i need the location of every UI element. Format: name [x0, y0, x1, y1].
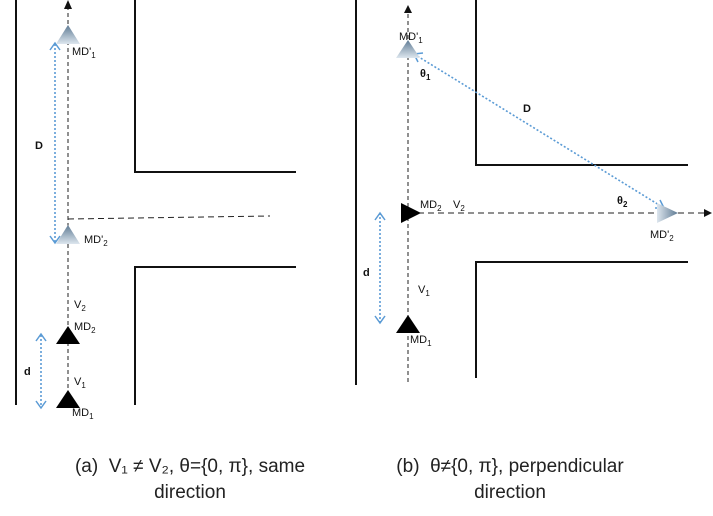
arrow-down-icon: [49, 235, 61, 245]
arrow-up-icon: [374, 211, 386, 221]
caption-a-line1: (a) V₁ ≠ V₂, θ={0, π}, same: [40, 454, 340, 480]
md1-marker-b: [396, 315, 420, 333]
caption-a-line2: direction: [154, 481, 226, 503]
label-md2-prime-a: MD'2: [84, 234, 108, 248]
panel-b: D d MD'1 θ1 θ2 MD2 V2 MD'2 V1 MD1: [355, 0, 712, 385]
caption-a: (a) V₁ ≠ V₂, θ={0, π}, same direction: [40, 454, 340, 505]
md2-marker-b: [401, 203, 421, 223]
label-theta2-b: θ2: [617, 195, 628, 209]
label-md1-prime-a: MD'1: [72, 46, 96, 60]
label-v1-b: V1: [418, 284, 430, 298]
label-D-b: D: [523, 103, 531, 115]
caption-a-marker: (a): [74, 456, 99, 477]
md2-prime-marker-a: [56, 225, 80, 244]
arrow-up-icon: [64, 0, 72, 9]
label-md1-b: MD1: [410, 334, 432, 348]
md1-marker-a: [56, 390, 80, 408]
label-v2-a: V2: [74, 299, 86, 313]
arrow-right-icon: [704, 209, 712, 217]
label-d-a: d: [24, 366, 31, 378]
arrow-down-icon: [35, 400, 47, 410]
label-md2-a: MD2: [74, 321, 96, 335]
label-md2-prime-b: MD'2: [650, 229, 674, 243]
arrow-up-icon: [35, 332, 47, 342]
caption-b-text: θ≠{0, π}, perpendicular: [430, 456, 624, 477]
caption-b-line2: direction: [474, 481, 546, 503]
arrow-up-icon: [49, 41, 61, 51]
road-upper-right-edge-a: [134, 0, 296, 173]
trajectory-horizontal-a: [67, 215, 271, 220]
label-D-a: D: [35, 140, 43, 152]
label-theta1-b: θ1: [420, 68, 431, 82]
caption-b-marker: (b): [396, 456, 420, 477]
label-md2-b: MD2: [420, 199, 442, 213]
caption-a-text: V₁ ≠ V₂, θ={0, π}, same: [108, 456, 306, 477]
md1-prime-marker-a: [56, 25, 80, 44]
road-upper-right-edge-b: [475, 0, 688, 166]
road-lower-right-edge-a: [134, 266, 296, 405]
road-lower-right-edge-b: [475, 261, 688, 378]
label-md1-prime-b: MD'1: [399, 31, 423, 45]
md2-marker-a: [56, 326, 80, 344]
label-v2-b: V2: [453, 199, 465, 213]
caption-b-line1: (b) θ≠{0, π}, perpendicular: [340, 454, 680, 480]
panel-a: D d MD'1 MD'2 V2 MD2 V1 MD1: [15, 0, 296, 421]
arrow-down-icon: [374, 315, 386, 325]
distance-D-b: [413, 53, 665, 209]
label-d-b: d: [363, 267, 370, 279]
md1-prime-marker-b: [396, 40, 420, 58]
md2-prime-marker-b: [657, 203, 678, 223]
label-md1-a: MD1: [72, 407, 94, 421]
arrow-up-icon: [404, 5, 412, 13]
caption-b: (b) θ≠{0, π}, perpendicular direction: [340, 454, 680, 505]
label-v1-a: V1: [74, 376, 86, 390]
